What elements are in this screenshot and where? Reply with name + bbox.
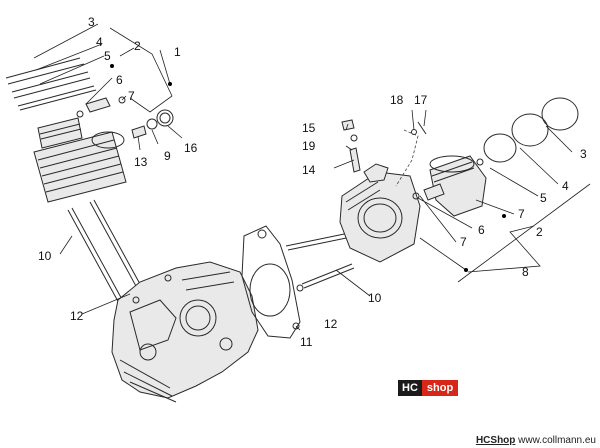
callout-2: 2 — [536, 225, 543, 239]
callout-13: 13 — [134, 155, 148, 169]
index-dot — [110, 64, 114, 68]
index-dot — [168, 82, 172, 86]
index-dot — [464, 268, 468, 272]
leader-lines — [33, 23, 591, 331]
callout-3: 3 — [580, 147, 587, 161]
callout-12: 12 — [70, 309, 84, 323]
callout-7: 7 — [460, 235, 467, 249]
left-cylinder-assembly — [5, 57, 174, 203]
footer-url: www.collmann.eu — [515, 435, 596, 446]
callout-6: 6 — [478, 223, 485, 237]
callout-10: 10 — [368, 291, 382, 305]
callout-3: 3 — [88, 15, 95, 29]
footer-brand: HCShop — [475, 435, 516, 446]
callout-11: 11 — [300, 335, 313, 349]
callout-9: 9 — [164, 149, 171, 163]
callout-2: 2 — [134, 39, 141, 53]
callout-19: 19 — [302, 139, 316, 153]
callout-5: 5 — [104, 49, 111, 63]
right-cylinder-assembly — [339, 119, 427, 263]
index-dot — [502, 214, 506, 218]
callout-18: 18 — [390, 93, 404, 107]
right-piston-assembly — [412, 97, 579, 217]
hcshop-logo: HC shop — [398, 380, 468, 396]
crankcase — [111, 261, 259, 403]
callouts: 1 2 3 4 5 6 7 9 13 16 10 12 15 19 14 18 … — [38, 15, 587, 349]
callout-6: 6 — [116, 73, 123, 87]
cylinder-base-gasket — [241, 225, 301, 339]
callout-15: 15 — [302, 121, 316, 135]
callout-7: 7 — [128, 89, 135, 103]
callout-14: 14 — [302, 163, 316, 177]
callout-8: 8 — [522, 265, 529, 279]
footer-credit: HCShop www.collmann.eu — [476, 435, 596, 446]
callout-4: 4 — [96, 35, 103, 49]
callout-16: 16 — [184, 141, 198, 155]
callout-10: 10 — [38, 249, 52, 263]
callout-7: 7 — [518, 207, 525, 221]
logo-shop: shop — [421, 380, 459, 396]
right-studs — [285, 231, 357, 292]
callout-4: 4 — [562, 179, 569, 193]
callout-5: 5 — [540, 191, 547, 205]
callout-1: 1 — [174, 45, 181, 59]
callout-17: 17 — [414, 93, 428, 107]
logo-hc: HC — [398, 380, 422, 396]
callout-12: 12 — [324, 317, 338, 331]
